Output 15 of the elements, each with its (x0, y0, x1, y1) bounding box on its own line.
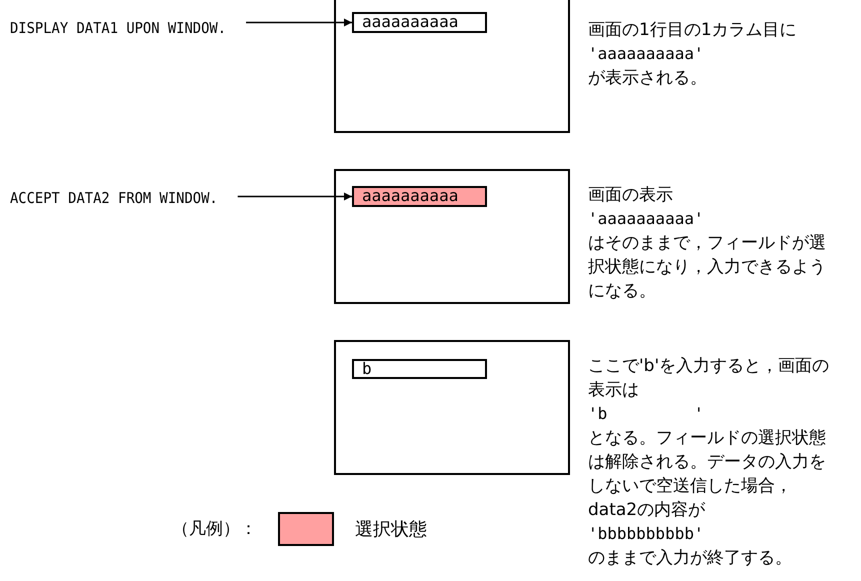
description-text: 画面の1行目の1カラム目に 'aaaaaaaaaa' が表示される。 (588, 19, 798, 90)
screen-box (334, 169, 570, 304)
screen-box (334, 0, 570, 133)
legend-label: 選択状態 (355, 518, 427, 541)
input-field: b (352, 359, 487, 379)
description-text: 画面の表示 'aaaaaaaaaa' はそのままで，フィールドが選択状態になり，入力できるようになる。 (588, 184, 827, 303)
arrow (246, 18, 352, 26)
statement-text: ACCEPT DATA2 FROM WINDOW. (10, 187, 218, 209)
legend-title: （凡例）： (172, 518, 257, 540)
screen-box (334, 340, 570, 475)
statement-text: DISPLAY DATA1 UPON WINDOW. (10, 17, 226, 39)
input-field: aaaaaaaaaa (352, 186, 487, 207)
arrow (238, 192, 352, 200)
description-text: ここで'b'を入力すると，画面の表示は 'b ' となる。フィールドの選択状態は解除される。データの入力をしないで空送信した場合，data2の内容が 'bbbbbbbbbb' のままで入力が終了する。 (588, 355, 830, 570)
input-field: aaaaaaaaaa (352, 12, 487, 33)
